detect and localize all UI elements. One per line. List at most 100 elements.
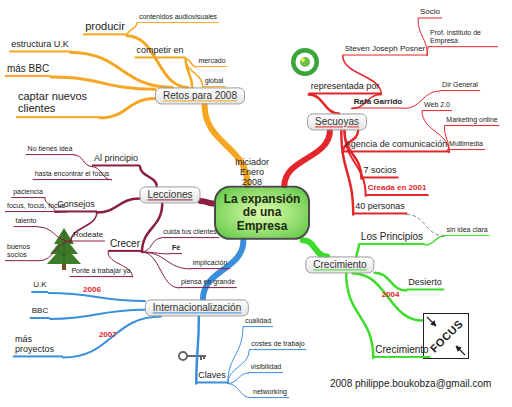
topic-label: hasta encontrar el focus bbox=[35, 170, 110, 178]
central-topic: La expansión de una Empresa bbox=[214, 186, 310, 240]
year-label: 2007 bbox=[99, 330, 117, 339]
topic-label: paciencia bbox=[13, 188, 43, 196]
topic-text: competir en bbox=[134, 45, 185, 58]
branch-line bbox=[357, 245, 359, 256]
branch-line bbox=[140, 167, 157, 187]
topic-label: 7 socios bbox=[363, 165, 396, 175]
branch-line bbox=[201, 201, 214, 204]
topic-label: No tienes idea bbox=[28, 145, 73, 153]
topic-label: 40 personas bbox=[355, 201, 405, 211]
topic-label: Fé bbox=[172, 244, 180, 252]
branch-line bbox=[63, 317, 161, 358]
branch-line bbox=[427, 47, 429, 56]
topic-text: mercado bbox=[196, 57, 227, 67]
topic-text: cuida tus clientes bbox=[161, 228, 219, 238]
topic-label: Creada en 2001 bbox=[368, 184, 427, 193]
topic-text: Multimedia bbox=[447, 140, 485, 150]
topic-text: implicación bbox=[191, 259, 230, 269]
branch-topic: Crecimiento bbox=[305, 256, 374, 273]
branch-line bbox=[346, 274, 373, 359]
topic-text: Marketing online bbox=[444, 116, 499, 126]
branch-topic: Retos para 2008 bbox=[155, 87, 245, 104]
branch-line bbox=[39, 241, 71, 260]
branch-topic: Secuoyas bbox=[307, 113, 367, 130]
topic-label: Socio bbox=[420, 8, 440, 17]
topic-label: Rodeate bbox=[73, 231, 103, 240]
topic-label: Web 2.0 bbox=[424, 101, 450, 109]
topic-label: Dir General bbox=[442, 81, 478, 89]
topic-text: 40 personas bbox=[353, 201, 407, 214]
topic-label: representada por bbox=[311, 81, 380, 91]
topic-text: Crecer bbox=[108, 238, 142, 252]
topic-text: Los Principios bbox=[359, 231, 425, 245]
author-credit: 2008 philippe.boukobza@gmail.com bbox=[330, 378, 491, 389]
topic-label: Secuoyas bbox=[315, 116, 359, 127]
topic-label: Crecimiento bbox=[375, 344, 428, 355]
topic-label: Lecciones bbox=[147, 189, 192, 200]
branch-line bbox=[50, 310, 145, 319]
topic-label: competir en bbox=[136, 45, 183, 55]
branch-line bbox=[309, 95, 339, 114]
topic-text: captar nuevos clientes bbox=[16, 90, 100, 118]
branch-line bbox=[203, 240, 244, 299]
branch-line bbox=[39, 227, 71, 242]
branch-line bbox=[97, 199, 140, 213]
topic-label: Crecer bbox=[110, 238, 140, 249]
branch-topic: Internacionalización bbox=[145, 299, 249, 316]
topic-text: representada por bbox=[309, 81, 382, 94]
topic-label: FOCUS bbox=[427, 317, 465, 355]
topic-label: Rafa Garrido bbox=[354, 98, 402, 107]
topic-text: Steven Joseph Posner bbox=[343, 45, 428, 56]
topic-text: networking bbox=[251, 388, 289, 398]
branch-line bbox=[142, 204, 162, 253]
topic-label: Multimedia bbox=[449, 140, 483, 148]
topic-text: Claves bbox=[196, 370, 228, 383]
topic-label: producir bbox=[85, 20, 125, 32]
topic-text: Ponte a trabajar ya bbox=[69, 267, 132, 277]
topic-text: Fé bbox=[170, 244, 182, 254]
topic-label: Prof. Instituto de Empresa bbox=[430, 29, 496, 45]
topic-label: Crecimiento bbox=[313, 259, 366, 270]
topic-label: global bbox=[205, 77, 224, 85]
topic-text: Crecimiento bbox=[373, 344, 430, 358]
focus-logo: FOCUS bbox=[423, 313, 469, 359]
topic-label: estructura U.K bbox=[11, 39, 69, 49]
topic-text: sin idea clara bbox=[444, 226, 489, 236]
topic-text: Rafa Garrido bbox=[352, 98, 404, 109]
topic-label: talento bbox=[15, 217, 36, 225]
topic-text: talento bbox=[13, 217, 38, 227]
key-icon bbox=[179, 352, 206, 360]
topic-text: Rodeate bbox=[71, 231, 105, 242]
topic-text: contenidos audiovisuales bbox=[137, 13, 219, 23]
topic-text: Web 2.0 bbox=[422, 101, 452, 111]
topic-label: cuida tus clientes bbox=[163, 228, 217, 236]
topic-text: Desierto bbox=[406, 277, 444, 290]
topic-label: Ponte a trabajar ya bbox=[71, 267, 130, 275]
topic-text: No tienes idea bbox=[26, 145, 75, 155]
topic-text: hasta encontrar el focus bbox=[33, 170, 112, 180]
topic-text: Creada en 2001 bbox=[366, 184, 429, 196]
branch-line bbox=[228, 384, 251, 398]
topic-label: BBC bbox=[32, 307, 48, 316]
topic-text: Dir General bbox=[440, 81, 480, 91]
topic-label: Desierto bbox=[408, 277, 442, 287]
start-note: Iniciador Enero 2008 bbox=[229, 158, 275, 188]
topic-label: La expansión de una Empresa bbox=[222, 193, 302, 233]
topic-text: costes de trabajo bbox=[249, 340, 306, 350]
branch-line bbox=[142, 238, 161, 252]
topic-text: visibilidad bbox=[249, 363, 283, 373]
branch-topic: Lecciones bbox=[139, 186, 200, 203]
topic-text: focus, focus, focus bbox=[5, 202, 67, 212]
year-label: 2006 bbox=[83, 285, 101, 294]
topic-label: Internacionalización bbox=[153, 302, 241, 313]
company-logo bbox=[291, 48, 319, 76]
topic-label: más BBC bbox=[7, 63, 49, 74]
topic-label: Al principio bbox=[94, 153, 138, 163]
topic-text: Agencia de comunicación bbox=[343, 139, 450, 152]
topic-label: Steven Joseph Posner bbox=[345, 45, 426, 54]
topic-label: U.K bbox=[33, 281, 46, 290]
topic-text: producir bbox=[83, 20, 127, 35]
topic-label: networking bbox=[253, 388, 287, 396]
topic-label: costes de trabajo bbox=[251, 340, 304, 348]
